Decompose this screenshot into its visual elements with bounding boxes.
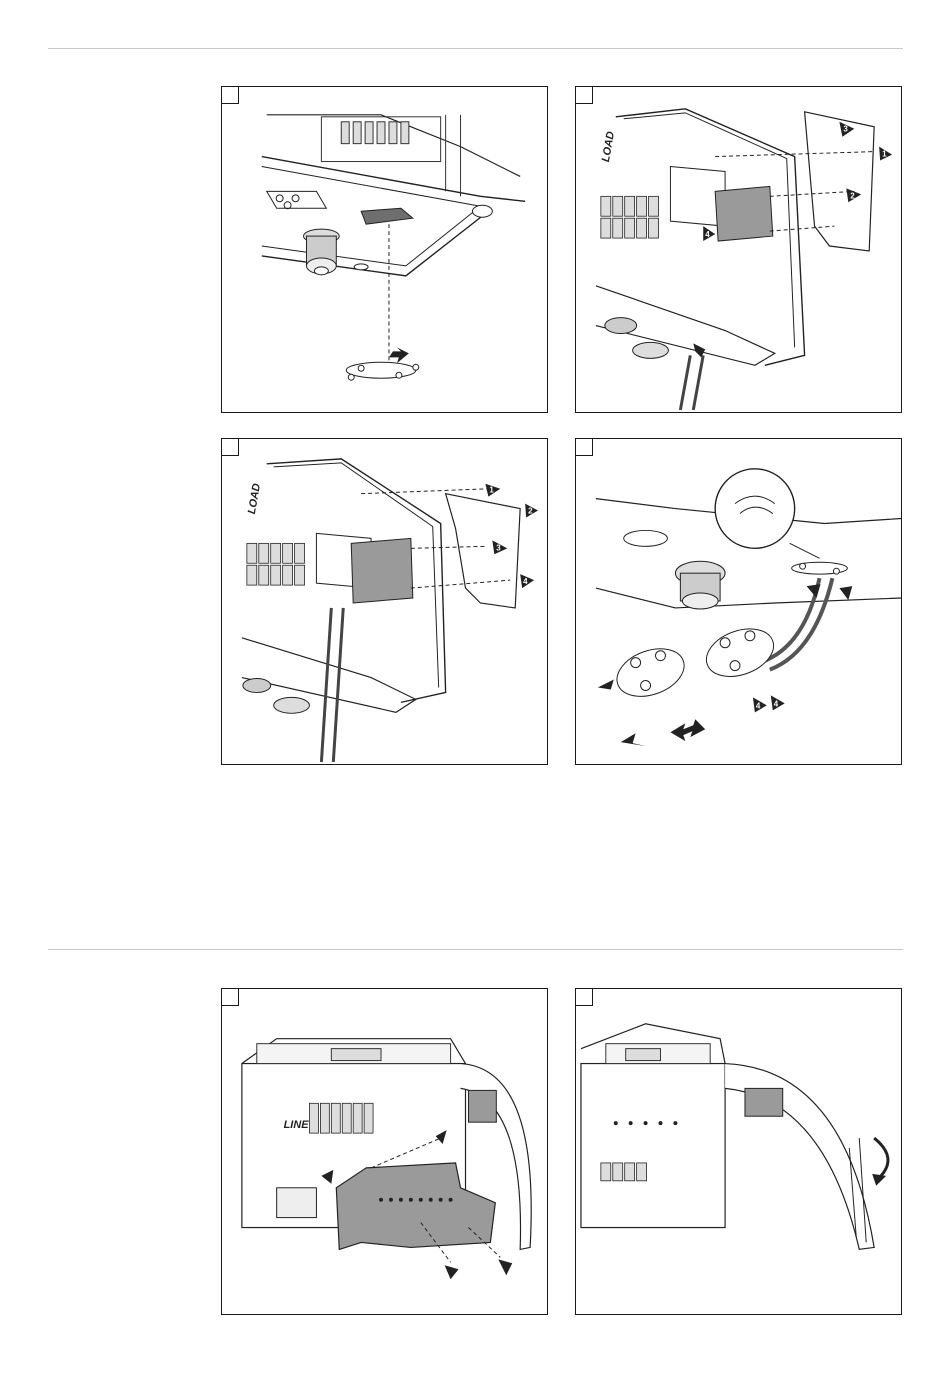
- illustration-panel-5: LINE: [221, 988, 548, 1315]
- callout-number: 2: [850, 191, 855, 200]
- cover-gasket-shape: [361, 208, 413, 224]
- illustration-panel-2: LOAD 3 1 2 4: [575, 86, 902, 413]
- cover-plate-shape: [336, 1163, 495, 1249]
- illustration-panel-3: LOAD 1 2 3 4: [221, 438, 548, 765]
- callout-number: 3: [496, 543, 501, 552]
- callout-number: 4: [523, 577, 528, 586]
- double-arrow-icon: [670, 719, 705, 741]
- callout-number: 1: [882, 150, 887, 159]
- section-divider-middle: [48, 949, 903, 950]
- callout-number: 1: [489, 486, 494, 495]
- down-arrow-icon: [389, 347, 409, 363]
- pcb-board-shape: [715, 186, 773, 241]
- callout-number: 4: [705, 230, 710, 239]
- load-label: LOAD: [600, 130, 617, 163]
- illustration-panel-4: 4 4: [575, 438, 902, 765]
- bracket-mounting-drawing: LOAD 1 2 3 4: [222, 439, 547, 764]
- close-door-drawing: [576, 989, 901, 1314]
- callout-number: 3: [843, 125, 848, 134]
- arrow-icon: [498, 1259, 512, 1275]
- callout-number: 2: [528, 507, 533, 516]
- callout-number: 4: [774, 699, 779, 708]
- bracket-shape: [805, 112, 875, 251]
- detail-magnifier: [715, 469, 795, 549]
- left-arrow-icon: [621, 733, 646, 746]
- cover-plate-install-drawing: LINE: [222, 989, 547, 1314]
- cover-plate-drawing: [222, 87, 547, 412]
- rotate-arrow-icon: [874, 1138, 888, 1178]
- load-label: LOAD: [246, 482, 263, 515]
- arrow-icon: [445, 1265, 459, 1279]
- cable-gland-drawing: 4 4: [576, 439, 901, 764]
- section-divider-top: [48, 48, 903, 49]
- bracket-shape: [446, 494, 521, 608]
- pcb-bracket-drawing: LOAD 3 1 2 4: [576, 87, 901, 412]
- up-arrow-icon: [839, 586, 852, 600]
- illustration-panel-6: [575, 988, 902, 1315]
- illustration-panel-1: [221, 86, 548, 413]
- pcb-board-shape: [351, 538, 413, 603]
- callout-number: 4: [756, 701, 761, 710]
- line-label: LINE: [284, 1119, 310, 1131]
- up-arrow-icon: [693, 343, 705, 357]
